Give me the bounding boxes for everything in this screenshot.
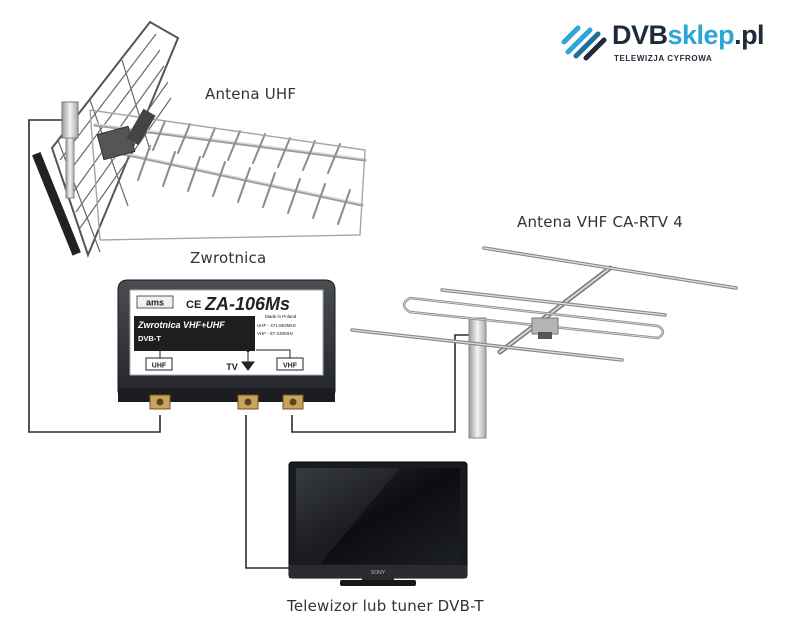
- label-vhf-antenna: Antena VHF CA-RTV 4: [517, 213, 683, 231]
- splitter-schematic: [159, 345, 291, 371]
- box-title: Zwrotnica VHF+UHF: [137, 320, 225, 330]
- logo-pl: .pl: [734, 20, 765, 50]
- box-uhf-range: UHF - 471-862MHz: [257, 323, 297, 328]
- television: SONY: [288, 461, 468, 586]
- logo-tagline: TELEWIZJA CYFROWA: [614, 54, 713, 63]
- cables: [28, 119, 470, 569]
- tv-brand: SONY: [371, 570, 386, 576]
- cable-tv: [245, 415, 290, 569]
- box-made-in: Made in Poland: [265, 314, 297, 319]
- cable-uhf: [28, 119, 161, 433]
- logo-dvb: DVB: [612, 20, 668, 50]
- box-port-vhf: VHF: [283, 363, 298, 370]
- dvbsklep-logo: DVBsklep.pl TELEWIZJA CYFROWA: [560, 16, 775, 66]
- box-ce: CE: [186, 299, 201, 311]
- splitter-box: ams CE ZA-106Ms Made in Poland Zwrotnica…: [117, 279, 336, 410]
- box-model: ZA-106Ms: [204, 294, 290, 314]
- logo-sklep: sklep: [667, 20, 735, 50]
- logo-stripes-icon: [561, 25, 607, 61]
- splitter-connectors: [149, 394, 304, 410]
- logo-wordmark: DVBsklep.pl: [612, 20, 765, 51]
- label-uhf-antenna: Antena UHF: [205, 85, 297, 103]
- label-tv: Telewizor lub tuner DVB-T: [287, 597, 484, 615]
- box-port-uhf: UHF: [152, 363, 167, 370]
- uhf-reflector: [50, 20, 180, 258]
- cable-vhf: [291, 334, 470, 433]
- vhf-antenna: [350, 246, 738, 439]
- box-port-tv: TV: [226, 362, 238, 372]
- vhf-mast: [468, 317, 487, 439]
- box-dc-note: DC max. 24V/350mA: [176, 344, 216, 349]
- box-subtitle: DVB-T: [138, 334, 161, 343]
- box-brand: ams: [146, 298, 164, 308]
- label-splitter: Zwrotnica: [190, 249, 267, 267]
- uhf-antenna: [32, 20, 367, 258]
- box-vhf-range: VHF - 87-230MHz: [257, 331, 294, 336]
